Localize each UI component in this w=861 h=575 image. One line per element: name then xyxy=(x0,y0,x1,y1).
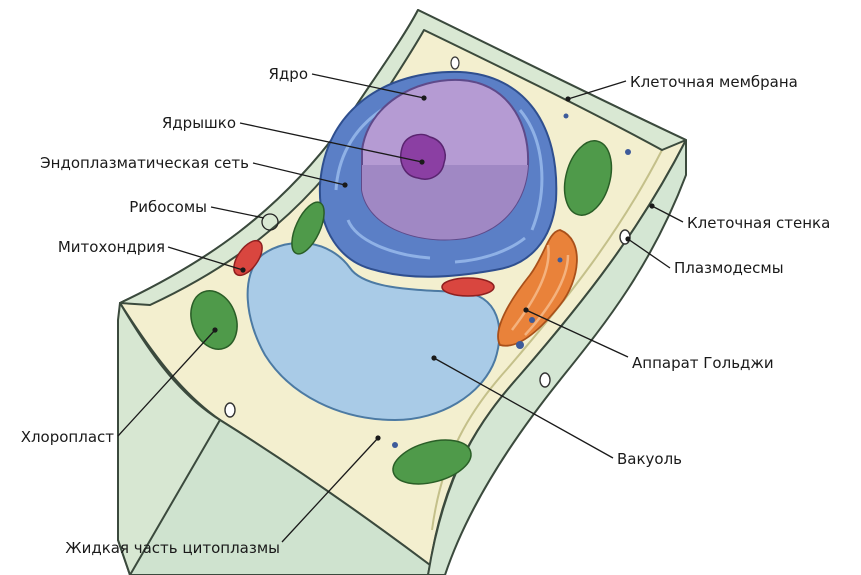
label-chloroplast: Хлоропласт xyxy=(21,428,115,446)
cell-wall-right xyxy=(427,139,687,575)
vacuole xyxy=(246,242,501,422)
plasmodesma xyxy=(224,402,236,418)
leader-lines xyxy=(117,73,684,543)
plasmodesma xyxy=(539,372,551,388)
organelles xyxy=(190,70,631,485)
label-mitochondrion: Митохондрия xyxy=(58,238,165,256)
plasmodesma xyxy=(450,56,460,70)
cell-wall-left xyxy=(117,302,221,575)
label-cell-wall: Клеточная стенка xyxy=(687,214,830,232)
labels: Ядро Ядрышко Эндоплазматическая сеть Риб… xyxy=(21,65,831,557)
label-golgi: Аппарат Гольджи xyxy=(632,354,774,372)
label-nucleolus: Ядрышко xyxy=(162,114,236,132)
label-er: Эндоплазматическая сеть xyxy=(40,154,249,172)
label-plasmodesmata: Плазмодесмы xyxy=(674,259,784,277)
chloroplast xyxy=(190,290,238,350)
cell-wall-front xyxy=(117,302,431,575)
label-cell-membrane: Клеточная мембрана xyxy=(630,73,798,91)
label-cytosol: Жидкая часть цитоплазмы xyxy=(65,539,280,557)
chloroplast xyxy=(392,439,472,485)
mitochondrion xyxy=(233,239,263,277)
label-vacuole: Вакуоль xyxy=(617,450,682,468)
label-ribosomes: Рибосомы xyxy=(129,198,207,216)
label-nucleus: Ядро xyxy=(269,65,309,83)
ribosome-marker xyxy=(261,213,279,231)
nucleolus xyxy=(400,133,446,180)
chloroplast xyxy=(291,201,325,255)
mitochondrion xyxy=(441,277,495,297)
chloroplast xyxy=(563,140,613,216)
